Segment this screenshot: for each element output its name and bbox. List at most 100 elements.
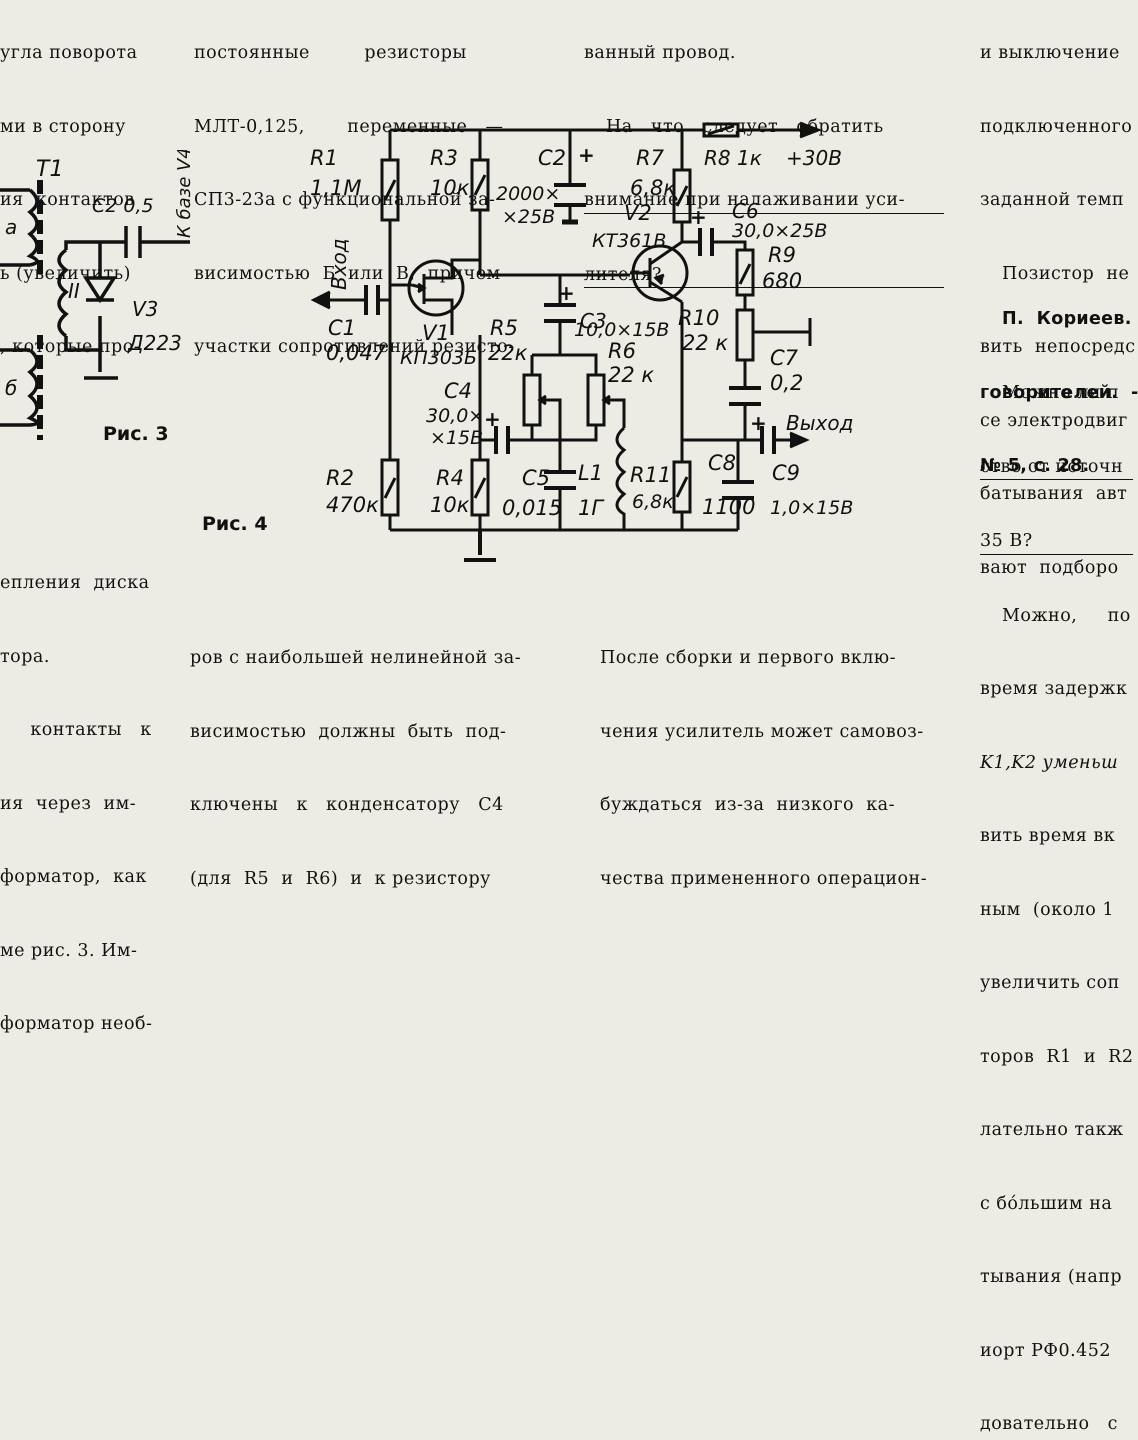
resistor-r1 [380, 158, 400, 222]
r5-wiper-arrow [537, 394, 547, 406]
inductor-l1 [615, 426, 627, 530]
text-line: чения усилитель может самовоз- [600, 721, 924, 742]
text-line: угла поворота [0, 43, 138, 63]
text-line: форматор необ- [0, 1014, 153, 1034]
resistor-r11 [672, 460, 692, 514]
resistor-mark [473, 477, 487, 499]
polarity-c9: + [750, 411, 767, 435]
resistor-mark [738, 263, 752, 285]
label-c5: C5 [522, 466, 550, 490]
label-winding-a: а [5, 215, 17, 239]
text-line: Можно, по [1002, 605, 1131, 626]
label-c3-value: 10,0×15В [574, 319, 669, 341]
resistor-r4 [470, 458, 490, 517]
polarity-c2: + [578, 143, 595, 167]
capacitor-c9 [760, 426, 776, 454]
text-line: (для R5 и R6) и к резистору [190, 868, 491, 889]
text-line: епления диска [0, 573, 150, 593]
text-line: тора. [0, 646, 50, 667]
label-r2: R2 [326, 466, 354, 490]
text-line: говорителей. - [980, 382, 1138, 403]
polarity-c6: + [690, 205, 707, 229]
label-v1: V1 [422, 321, 450, 345]
transistor-v1 [407, 259, 465, 317]
v2-emitter-arrow [653, 273, 665, 286]
label-c3: C3 [580, 309, 607, 333]
column-4-bottom: Можно ли п ство от источн 35 В? Можно, п… [980, 332, 1134, 1440]
r6-wiper [604, 398, 626, 428]
label-c5-value: 0,015 [502, 496, 562, 520]
label-r4: R4 [436, 466, 464, 490]
text-line: тывания (напр [980, 1267, 1123, 1287]
text-line: контакты к [0, 720, 152, 740]
label-v2-type: КТ361В [592, 230, 666, 252]
capacitor-c7 [729, 386, 761, 406]
capacitor-c2 [124, 226, 142, 258]
column-1-bottom: епления диска тора. контакты к ия через … [0, 522, 152, 1061]
label-r6-value: 22 к [608, 363, 654, 387]
label-v1-type: КП303Б [400, 347, 477, 369]
label-c9-value: 1,0×15В [770, 497, 853, 519]
text-line: се электродвиг [980, 410, 1128, 431]
label-c4-value-2: ×15В [430, 427, 483, 449]
label-r9-value: 680 [762, 269, 802, 293]
label-winding-b: б [5, 376, 17, 400]
label-r11: R11 [630, 463, 671, 487]
text-line: МЛТ-0,125, переменные — [194, 116, 504, 137]
capacitor-c2 [554, 183, 586, 207]
label-v3-type: Д223 [127, 331, 182, 355]
label-r7: R7 [636, 146, 665, 170]
resistor-r10 [735, 308, 755, 362]
text-line: с бóльшим на [980, 1193, 1113, 1214]
label-r5: R5 [490, 316, 518, 340]
output-arrow [789, 431, 810, 449]
text-line: вают подборо [980, 557, 1119, 578]
label-c6-value: 30,0×25В [732, 220, 827, 242]
input-arrow [310, 290, 331, 310]
author-reference: П. Кориеев. говорителей. - № 5, с. 28. [980, 258, 1138, 503]
text-line: ия через им- [0, 793, 137, 814]
winding-a [26, 188, 39, 267]
resistor-mark [675, 185, 689, 207]
label-r7-value: 6,8к [630, 176, 676, 200]
label-c1: C1 [328, 316, 356, 340]
text-line: вить непосредс [980, 337, 1136, 357]
label-c2: C2 0,5 [92, 195, 154, 217]
text-line: и выключение [980, 43, 1120, 63]
winding-ii [57, 248, 69, 338]
text-line: ме рис. 3. Им- [0, 940, 138, 961]
label-l1: L1 [578, 461, 603, 485]
resistor-r8 [702, 122, 740, 138]
resistor-r3 [470, 158, 490, 212]
transformer-t1 [0, 180, 100, 440]
column-2-top: постоянные резисторы МЛТ-0,125, переменн… [194, 0, 515, 384]
text-line: увеличить соп [980, 973, 1120, 993]
label-c6: C6 [732, 199, 759, 223]
resistor-mark [473, 174, 487, 196]
label-c9: C9 [772, 461, 800, 485]
resistor-r8-mark [707, 124, 735, 136]
winding-b [26, 348, 39, 427]
label-r3-value: 10к [430, 176, 470, 200]
label-r5-value: 22к [488, 341, 528, 365]
text-line: ров с наибольшей нелинейной за- [190, 648, 522, 668]
text-line: ным (около 1 [980, 899, 1115, 920]
figure-4-schematic: + + + + + R1 1,1М R3 10к C2 2000× ×25В R… [202, 121, 853, 562]
r10-wiper-ground [753, 318, 812, 346]
label-c4: C4 [444, 379, 472, 403]
text-line: № 5, с. 28. [980, 456, 1090, 476]
label-r8: R8 1к [704, 146, 762, 170]
label-v3: V3 [132, 297, 158, 321]
resistor-r7 [672, 168, 692, 224]
text-line: батывания авт [980, 484, 1128, 504]
text-line: ключены к конденсатору C4 [190, 795, 504, 815]
text-line: лательно такж [980, 1120, 1124, 1140]
v2-leads [630, 240, 683, 304]
column-4: и выключение подключенного заданной темп… [980, 0, 1136, 605]
ground [464, 530, 496, 562]
label-r4-value: 10к [430, 493, 470, 517]
text-line: постоянные резисторы [194, 43, 467, 63]
text-line: довательно с [980, 1414, 1118, 1434]
label-r1-value: 1,1М [310, 176, 362, 200]
label-r3: R3 [430, 146, 458, 170]
